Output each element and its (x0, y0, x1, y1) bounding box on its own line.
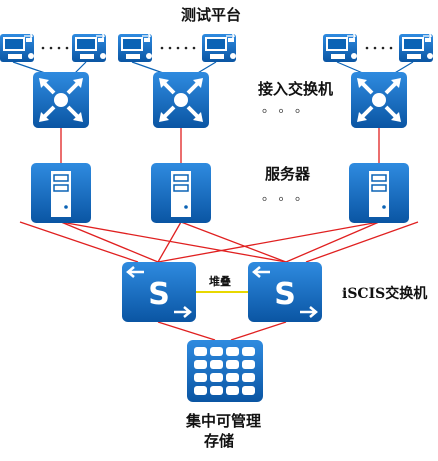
storage-label-line2: 存储 (204, 432, 235, 450)
workstation-icon (201, 32, 237, 63)
server-label: 服务器 (265, 165, 311, 183)
access-switch-icon (31, 70, 91, 130)
storage-array-icon (187, 340, 263, 402)
workstation-icon (322, 32, 358, 63)
iscsi-switch-label: iSCIS交换机 (342, 286, 428, 302)
iscsi-to-storage-links (157, 321, 287, 341)
storage-label-line1: 集中可管理 (186, 412, 262, 430)
access-switch-icon (151, 70, 211, 130)
server-icon (348, 162, 410, 224)
workstation-icon (117, 32, 153, 63)
iscsi-switch-icon (120, 260, 198, 324)
workstation-icon (71, 32, 107, 63)
workstation-icon (398, 32, 434, 63)
workstation-icon (0, 32, 35, 63)
server-ellipsis: 。。。 (262, 189, 319, 204)
server-to-iscsi-links (19, 221, 419, 263)
iscsi-switch-icon (246, 260, 324, 324)
server-icon (30, 162, 92, 224)
test-platform-label: 测试平台 (181, 6, 242, 24)
access-switch-icon (349, 70, 409, 130)
access-ellipsis: 。。。 (262, 101, 319, 116)
server-icon (150, 162, 212, 224)
stack-label: 堆叠 (209, 275, 231, 288)
workstation-ellipsis (41, 46, 393, 50)
access-to-server-links (60, 128, 380, 163)
access-switch-label: 接入交换机 (258, 80, 334, 98)
